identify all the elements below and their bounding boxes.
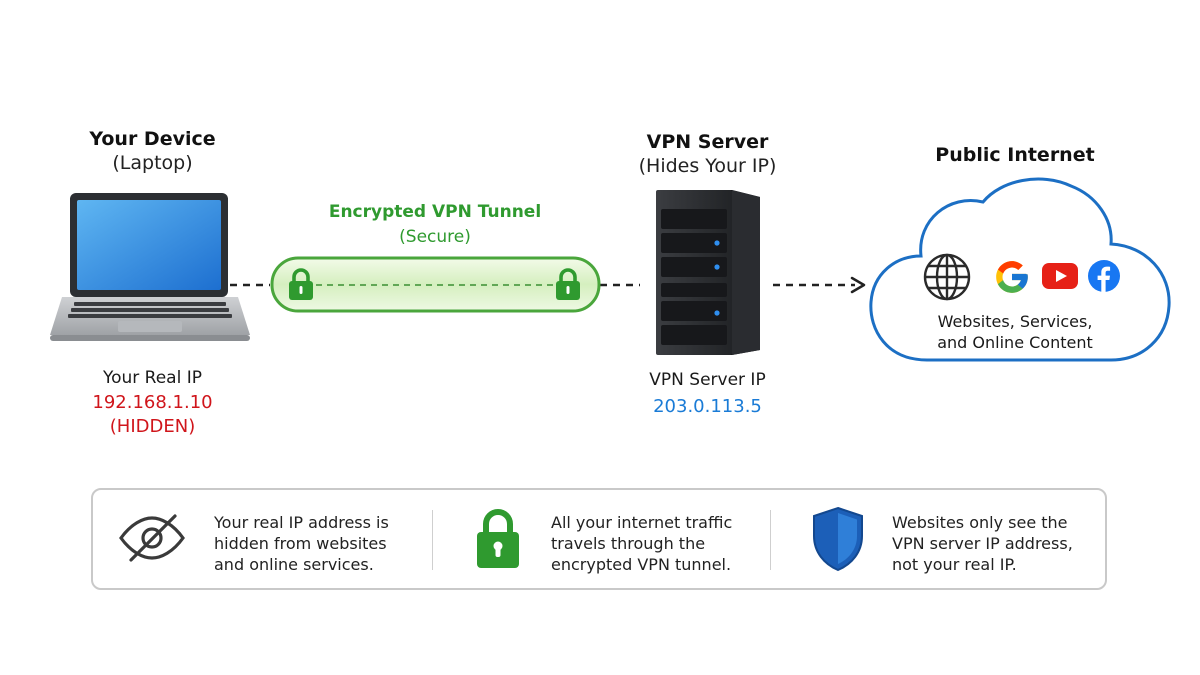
vpn-tunnel — [270, 256, 601, 313]
device-title: Your Device — [89, 128, 216, 150]
info-text-1-line1: Your real IP address is — [214, 513, 389, 532]
info-text-2-line3: encrypted VPN tunnel. — [551, 555, 732, 574]
tunnel-title: Encrypted VPN Tunnel — [328, 202, 542, 222]
info-divider — [770, 510, 771, 570]
info-text-2-line1: All your internet traffic — [551, 513, 733, 532]
info-text-2-line2: travels through the — [551, 534, 706, 553]
info-text-3-line1: Websites only see the — [892, 513, 1068, 532]
internet-title: Public Internet — [935, 144, 1095, 166]
youtube-icon — [1042, 263, 1078, 289]
info-text-1-line3: and online services. — [214, 555, 374, 574]
info-text-3-line3: not your real IP. — [892, 555, 1017, 574]
internet-description-line1: Websites, Services, — [937, 312, 1093, 331]
lock-icon — [477, 509, 519, 568]
info-divider — [432, 510, 433, 570]
server-ip-value: 203.0.113.5 — [653, 396, 762, 417]
shield-icon — [813, 506, 863, 572]
facebook-icon — [1088, 260, 1120, 292]
globe-icon — [923, 253, 971, 301]
tunnel-subtitle: (Secure) — [399, 227, 471, 247]
server-subtitle: (Hides Your IP) — [638, 155, 777, 177]
info-text-3-line2: VPN server IP address, — [892, 534, 1073, 553]
cloud-icon — [869, 177, 1171, 362]
internet-description-line2: and Online Content — [937, 333, 1093, 352]
info-text-1-line2: hidden from websites — [214, 534, 387, 553]
device-subtitle: (Laptop) — [112, 152, 193, 174]
device-ip-status: (HIDDEN) — [109, 416, 196, 437]
server-title: VPN Server — [646, 131, 769, 153]
eye-slash-icon — [119, 514, 185, 562]
lock-icon — [556, 268, 580, 300]
server-icon — [656, 190, 760, 355]
google-icon — [996, 261, 1028, 293]
device-ip-label: Your Real IP — [102, 368, 202, 388]
laptop-icon — [50, 193, 250, 341]
device-ip-value: 192.168.1.10 — [92, 392, 213, 413]
lock-icon — [289, 268, 313, 300]
info-panel — [91, 488, 1107, 590]
server-ip-label: VPN Server IP — [649, 370, 766, 390]
